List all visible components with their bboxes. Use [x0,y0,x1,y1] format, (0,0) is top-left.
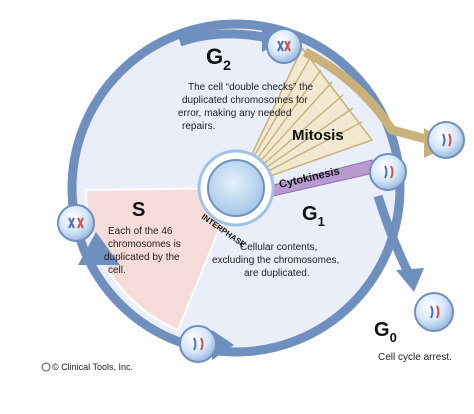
g1-label: G1 [302,203,325,229]
g2-description: The cell “double checks” the duplicated … [178,82,316,132]
cell-icon-daughter-bottom [369,153,407,191]
ring-arrow-top [178,29,269,47]
mitosis-label: Mitosis [292,127,344,144]
s-description: Each of the 46 chromosomes is duplicated… [104,226,184,276]
g0-branch-arrow [373,194,413,275]
copyright-symbol-icon [41,362,51,372]
g0-arrowhead [396,268,424,292]
ring-arrowhead-left [78,232,120,265]
ring-arrowhead-bottom [212,330,234,360]
cell-icon-s [57,204,95,242]
mitosis-sector [234,46,374,190]
g1-description: Cellular contents, excluding the chromos… [212,242,342,279]
mitosis-arrow [302,47,432,145]
copyright: © Clinical Tools, Inc. [52,362,133,372]
s-phase-sector [84,186,238,332]
s-label: S [132,199,145,221]
hub-inner [207,159,265,217]
g0-label: G0 [374,319,397,345]
g2-label: G2 [206,44,231,73]
cell-icon-daughter-top [427,121,465,159]
cell-icon-g1 [179,325,217,363]
g0-description: Cell cycle arrest. [378,352,452,363]
cell-icon-g2 [266,28,302,64]
cell-icon-g0 [414,292,454,332]
